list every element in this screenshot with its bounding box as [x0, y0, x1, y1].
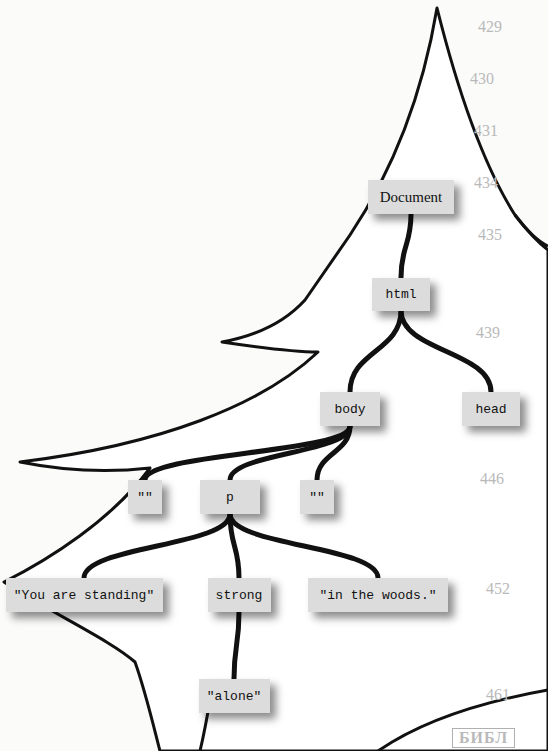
page-number: 430 [470, 70, 494, 88]
tree-connector [230, 426, 350, 480]
tree-connector [234, 612, 239, 679]
page-number: 439 [476, 324, 500, 342]
node-label: "in the woods." [319, 588, 436, 603]
tree-connector [350, 311, 401, 393]
node-label: "" [137, 490, 153, 505]
text-node: "" [128, 480, 162, 514]
page-number: 429 [478, 18, 502, 36]
document-node: Document [368, 180, 454, 214]
page-number: 434 [474, 174, 498, 192]
node-label: strong [216, 588, 263, 603]
tree-connector [230, 514, 378, 578]
text-node: "alone" [199, 679, 270, 713]
tree-connector [84, 514, 230, 578]
node-label: head [475, 402, 506, 417]
element-node: body [320, 392, 380, 426]
node-label: Document [380, 189, 442, 206]
text-node: "in the woods." [308, 578, 448, 612]
text-node: "" [300, 480, 334, 514]
element-node: head [462, 392, 520, 426]
node-label: "You are standing" [14, 588, 154, 603]
tree-connector [145, 426, 350, 480]
tree-outline [4, 8, 548, 751]
element-node: p [200, 480, 260, 514]
tree-branch [378, 690, 548, 751]
page-number: 435 [478, 226, 502, 244]
node-label: body [334, 402, 365, 417]
tree-connector [401, 311, 491, 393]
node-label: html [385, 287, 416, 302]
node-label: "alone" [207, 689, 262, 704]
tree-connector [317, 426, 350, 480]
page-number: 452 [486, 580, 510, 598]
element-node: html [372, 278, 430, 311]
page-number: 446 [480, 470, 504, 488]
node-label: p [226, 490, 234, 505]
node-label: "" [309, 490, 325, 505]
tree-branch [515, 215, 548, 246]
tree-connector [401, 214, 411, 278]
element-node: strong [208, 578, 271, 612]
page-number: 431 [474, 122, 498, 140]
text-node: "You are standing" [6, 578, 163, 612]
page-number: БИБЛ [452, 728, 515, 748]
page-number: 461 [486, 686, 510, 704]
